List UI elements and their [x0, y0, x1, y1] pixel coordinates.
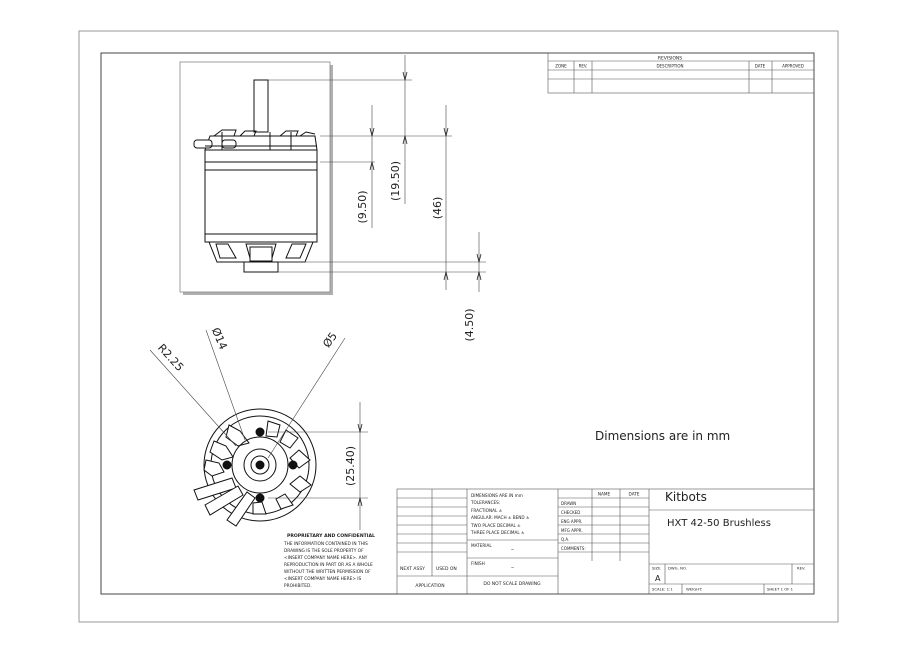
motor-leads: [193, 477, 256, 527]
sheet-label: SHEET 1 OF 1: [767, 587, 794, 592]
motor-fins: [203, 420, 312, 515]
proprietary-line-7: PROHIBITED.: [284, 583, 312, 589]
proprietary-line-3: <INSERT COMPANY NAME HERE>. ANY: [284, 555, 368, 561]
tolerance-line-5: TWO PLACE DECIMAL ±: [470, 523, 521, 528]
bottom-dimension-lines: [149, 329, 368, 530]
size-label: SIZE: [652, 566, 661, 571]
proprietary-line-6: <INSERT COMPANY NAME HERE> IS: [284, 576, 362, 582]
units-note: Dimensions are in mm: [595, 429, 731, 443]
revisions-title: REVISIONS: [658, 56, 682, 62]
rev-label: REV.: [797, 566, 805, 571]
dwg-no-label: DWG. NO.: [668, 566, 687, 571]
dim-46: (46): [431, 197, 444, 220]
application-label: APPLICATION: [415, 583, 444, 589]
next-assy-label: NEXT ASSY: [400, 566, 425, 572]
proprietary-heading: PROPRIETARY AND CONFIDENTIAL: [287, 533, 375, 539]
company-name: Kitbots: [665, 490, 707, 504]
dim-9-50: (9.50): [356, 190, 369, 223]
drawing-title: HXT 42-50 Brushless: [667, 518, 771, 529]
tolerance-line-3: FRACTIONAL ±: [471, 508, 503, 513]
date-header: DATE: [629, 492, 640, 497]
role-checked: CHECKED: [561, 510, 580, 515]
side-view: [179, 61, 333, 295]
tolerance-line-1: DIMENSIONS ARE IN mm: [471, 493, 523, 498]
scale-label: SCALE: 1:1: [652, 587, 673, 592]
bottom-arrowheads: [357, 423, 363, 507]
finish-label: FINISH: [471, 561, 485, 566]
name-header: NAME: [598, 492, 611, 497]
rev-header-zone: ZONE: [555, 64, 567, 69]
used-on-label: USED ON: [436, 566, 457, 572]
bottom-view: [193, 408, 317, 527]
dimension-arrowheads: [369, 71, 482, 281]
material-label: MATERIAL: [471, 543, 492, 548]
revisions-table: [547, 52, 815, 94]
proprietary-line-2: DRAWING IS THE SOLE PROPERTY OF: [284, 548, 364, 554]
proprietary-line-4: REPRODUCTION IN PART OR AS A WHOLE: [284, 562, 373, 568]
rev-header-approved: APPROVED: [782, 64, 804, 69]
tolerance-line-2: TOLERANCES:: [470, 500, 500, 505]
motor-side-profile: [193, 79, 318, 273]
role-comments: COMMENTS:: [561, 546, 586, 551]
proprietary-line-1: THE INFORMATION CONTAINED IN THIS: [283, 541, 368, 547]
tolerance-line-6: THREE PLACE DECIMAL ±: [470, 530, 525, 535]
side-dimension-lines: [268, 55, 486, 292]
dim-25-40: (25.40): [344, 446, 357, 486]
weight-label: WEIGHT:: [686, 587, 702, 592]
role-mfg-appr: MFG APPR.: [561, 528, 583, 533]
material-value: –: [511, 546, 514, 553]
tolerance-line-4: ANGULAR: MACH ± BEND ±: [471, 515, 530, 520]
finish-value: –: [511, 564, 514, 571]
do-not-scale-note: DO NOT SCALE DRAWING: [483, 581, 541, 587]
rev-header-description: DESCRIPTION: [656, 64, 683, 69]
dim-4-50: (4.50): [463, 308, 476, 341]
role-qa: Q.A.: [561, 537, 569, 542]
rev-header-rev: REV.: [579, 64, 588, 69]
role-drawn: DRAWN: [561, 501, 576, 506]
proprietary-line-5: WITHOUT THE WRITTEN PERMISSION OF: [284, 569, 371, 575]
rev-header-date: DATE: [755, 64, 766, 69]
dim-19-50: (19.50): [389, 161, 402, 201]
size-value: A: [655, 574, 661, 583]
title-block-grid: [396, 488, 815, 595]
role-eng-appr: ENG APPR.: [561, 519, 582, 524]
